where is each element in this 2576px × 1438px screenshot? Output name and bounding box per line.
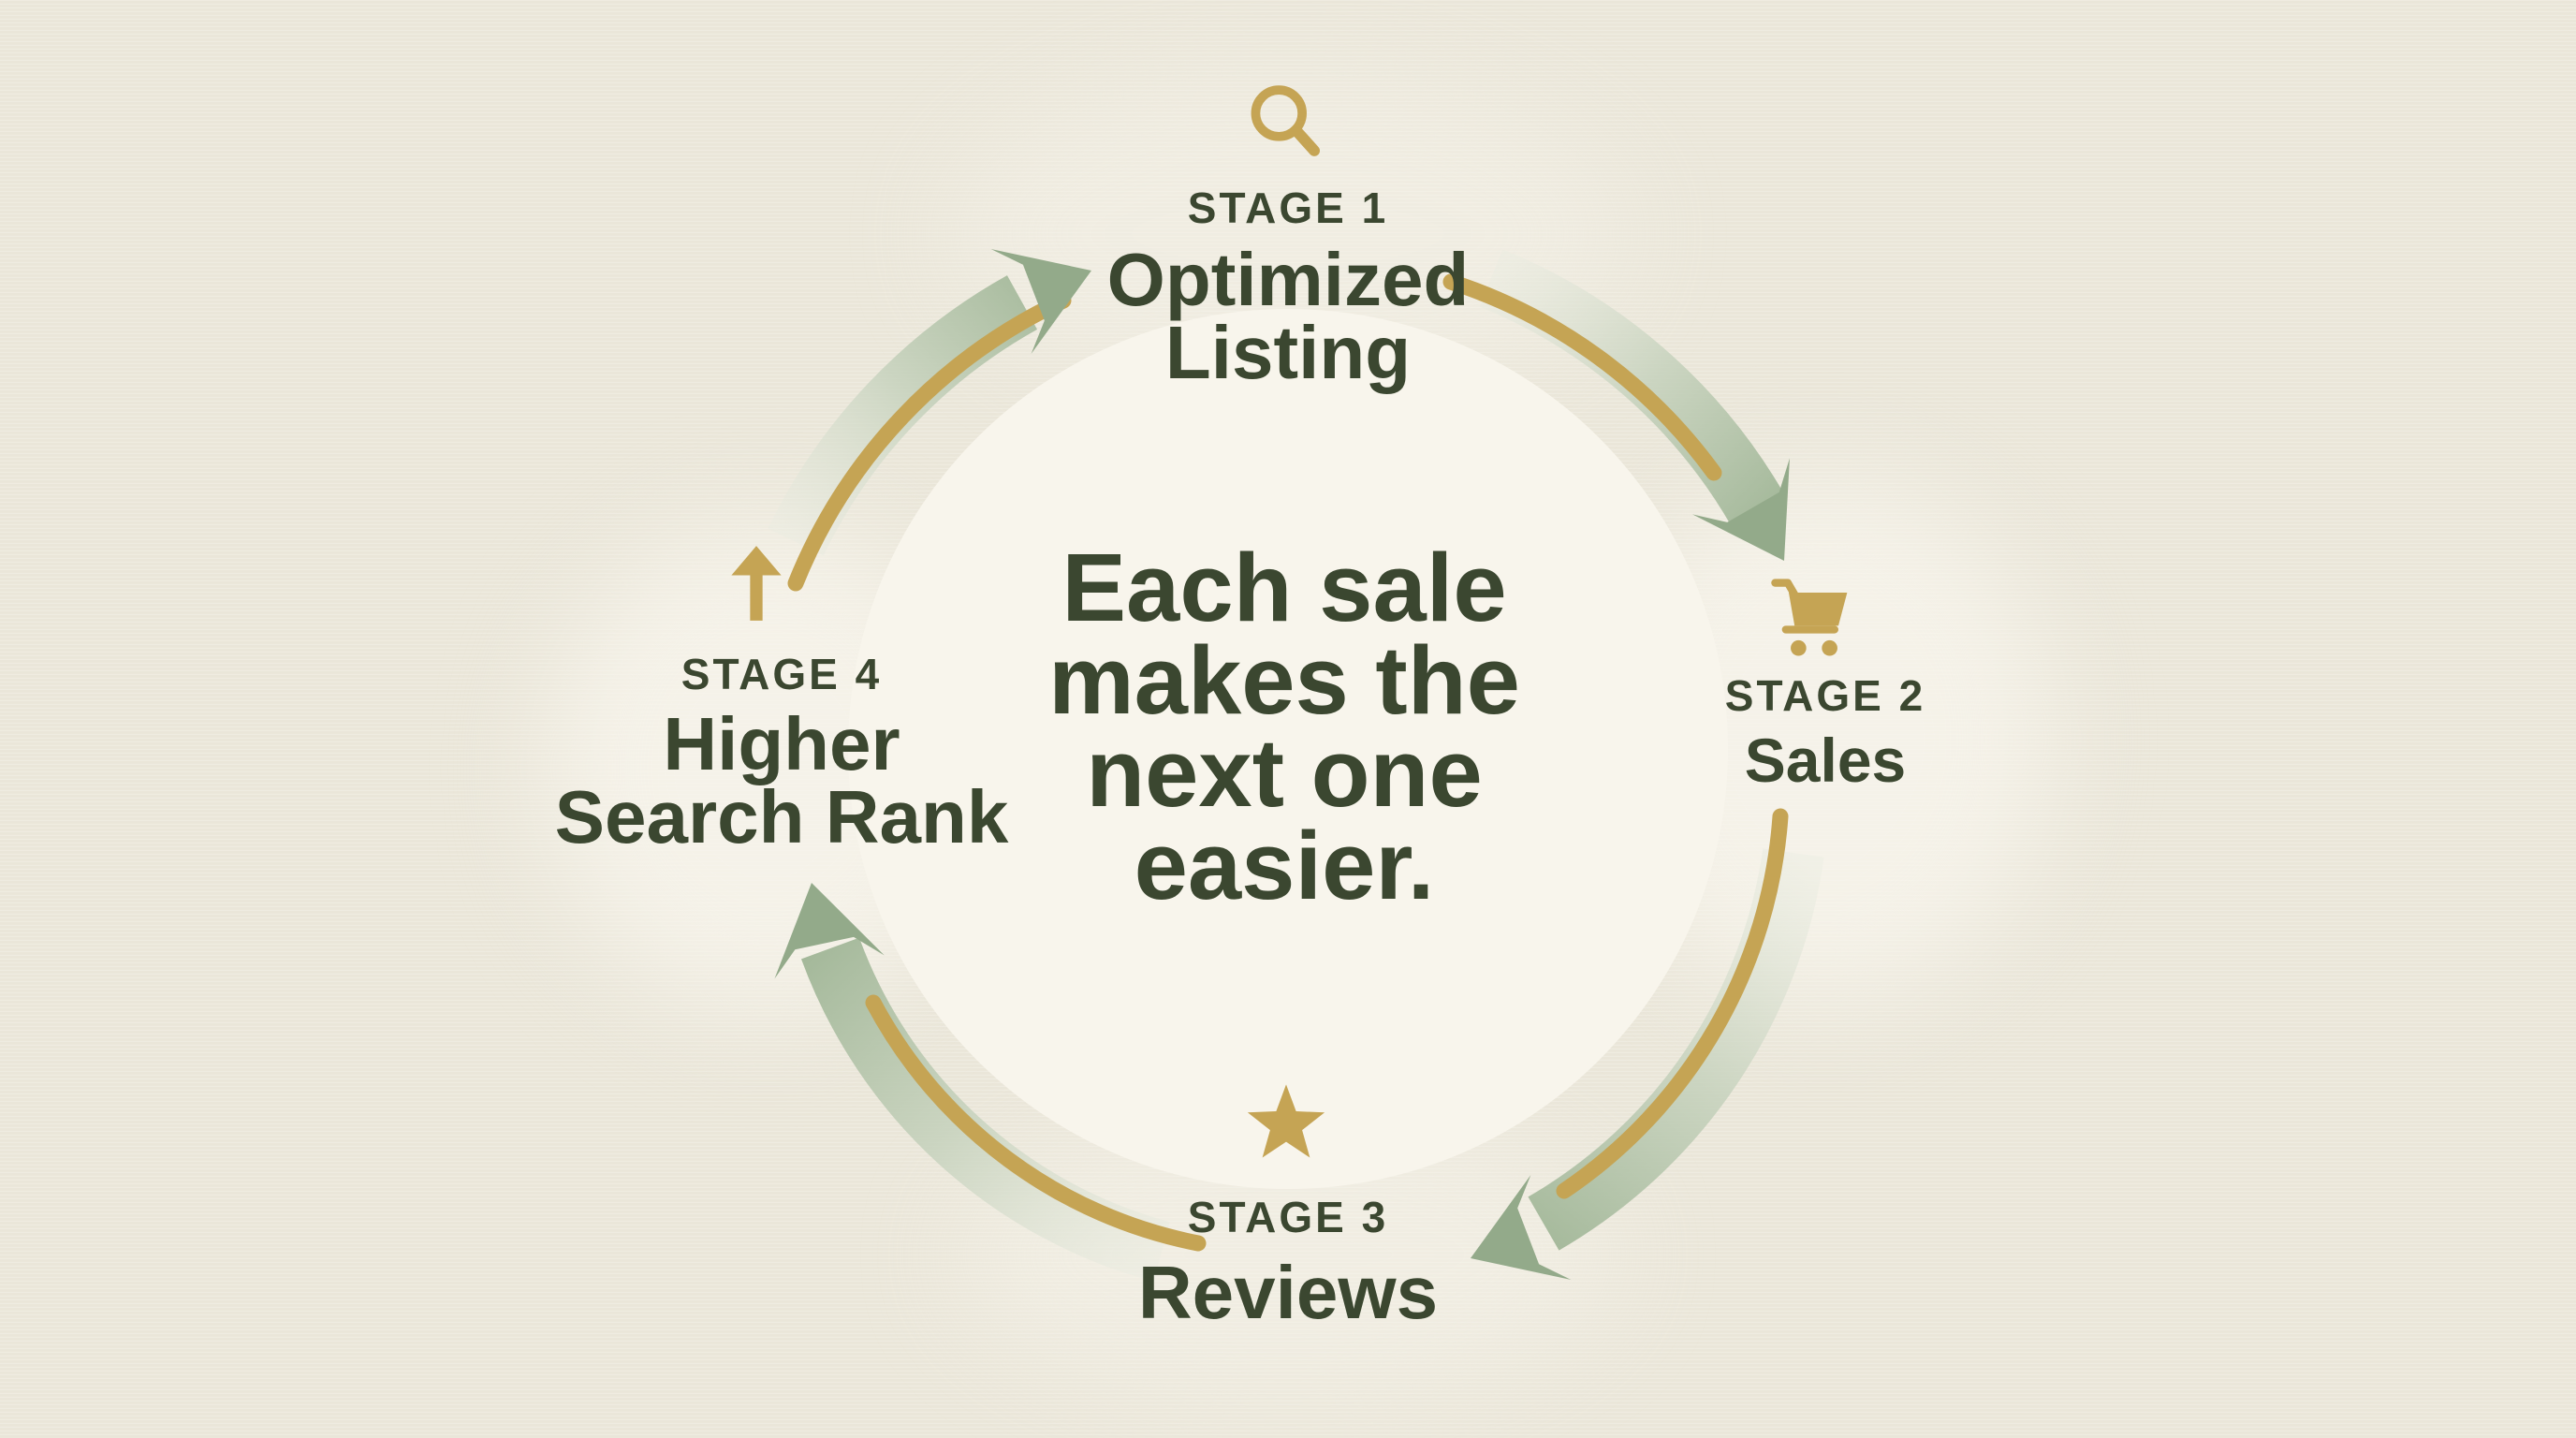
center-circle — [848, 309, 1728, 1189]
star-icon — [1247, 1084, 1325, 1158]
stage-3-block: STAGE 3 Reviews — [1137, 1193, 1439, 1334]
stage-3-name: Reviews — [1137, 1251, 1439, 1334]
stage-1-name-line1: Optimized — [1106, 238, 1470, 321]
stage-2-name: Sales — [1745, 727, 1906, 793]
stage-1-label: STAGE 1 — [1187, 183, 1389, 232]
stage-4-name-line1: Higher — [663, 702, 900, 785]
stage-1-name: Optimized Listing — [1106, 238, 1470, 394]
stage-4-name: Higher Search Rank — [554, 702, 1009, 858]
stage-4-name-line2: Search Rank — [554, 775, 1009, 858]
center-message-line3: next one — [1086, 719, 1483, 827]
stage-4-label: STAGE 4 — [681, 650, 883, 698]
arrow-stage3-to-stage4 — [774, 883, 1207, 1282]
stage-4-block: STAGE 4 Higher Search Rank — [554, 650, 1009, 858]
magnifier-search-icon — [1251, 85, 1321, 156]
stage-2-label: STAGE 2 — [1724, 671, 1926, 720]
arrow-stage4-to-stage1 — [768, 248, 1091, 592]
center-message-line2: makes the — [1048, 626, 1520, 734]
center-message-line1: Each sale — [1061, 534, 1507, 641]
arrow-stage1-to-stage2 — [1442, 249, 1790, 561]
arrow-up-icon — [731, 546, 782, 621]
arrow-stage2-to-stage3 — [1471, 808, 1824, 1281]
stage-1-block: STAGE 1 Optimized Listing — [1106, 183, 1470, 394]
stage-2-name-line1: Sales — [1744, 726, 1907, 795]
shopping-cart-icon — [1771, 579, 1848, 656]
center-message: Each sale makes the next one easier. — [1048, 534, 1520, 919]
stage-3-label: STAGE 3 — [1187, 1193, 1389, 1241]
stage-3-name-line1: Reviews — [1137, 1251, 1439, 1334]
stage-1-name-line2: Listing — [1164, 311, 1412, 394]
center-message-line4: easier. — [1134, 812, 1435, 919]
stage-2-block: STAGE 2 Sales — [1725, 671, 1925, 793]
